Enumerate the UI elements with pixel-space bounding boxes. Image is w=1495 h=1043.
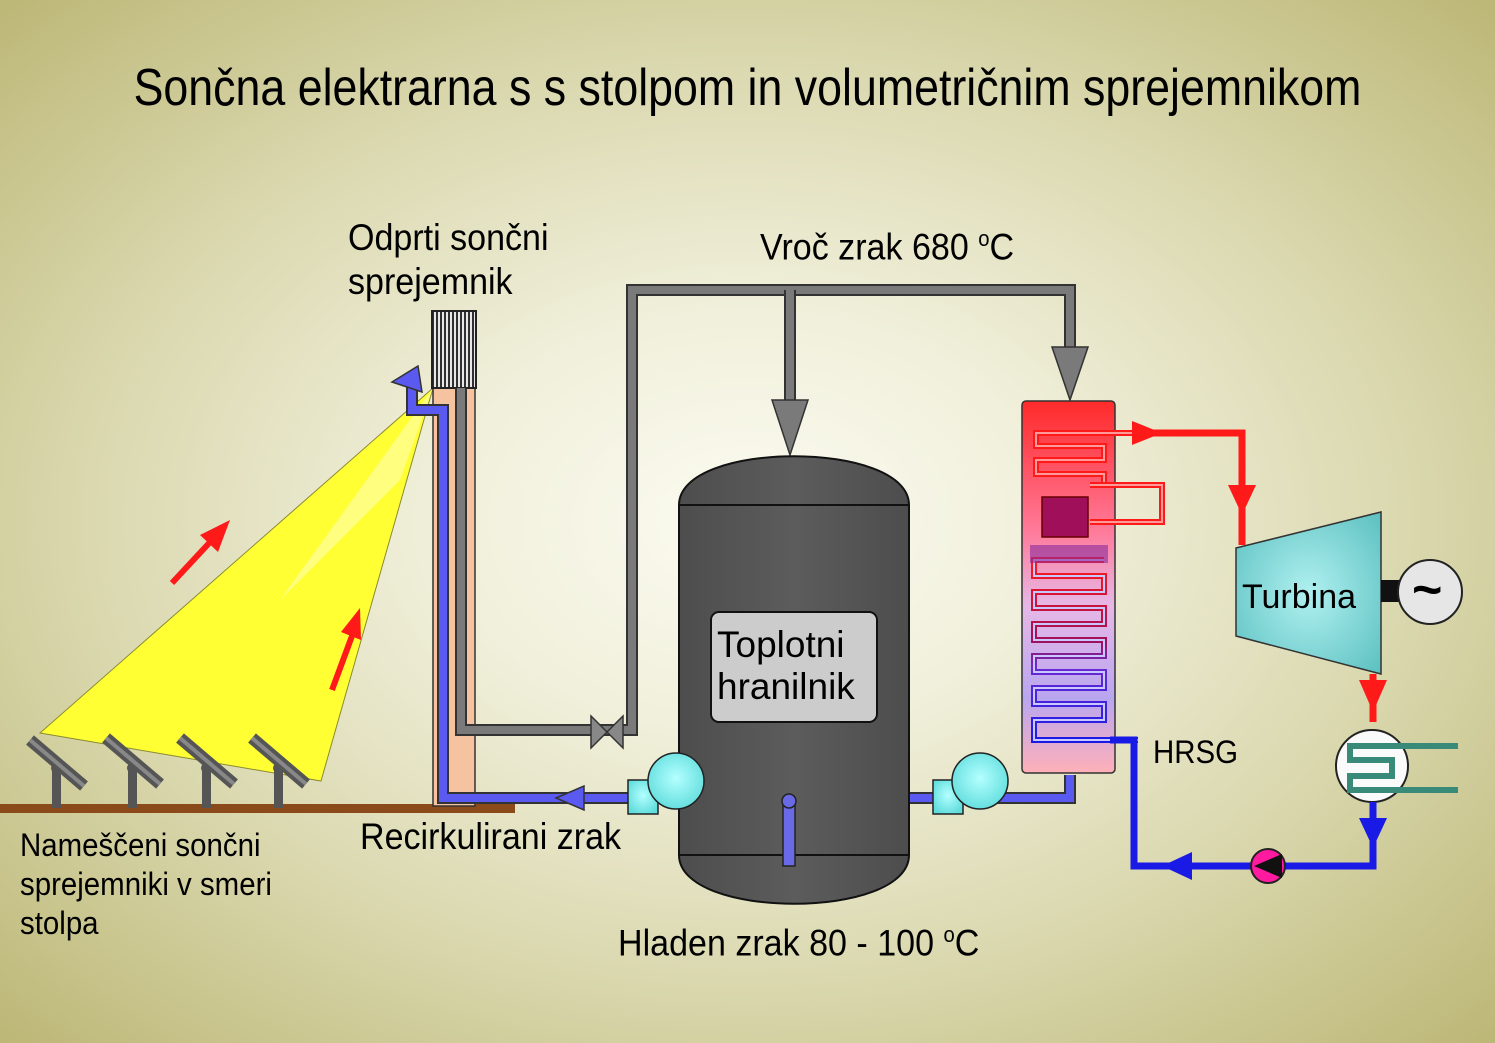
- hot-air-pipe: [455, 284, 1076, 736]
- feedwater-arrow-1: [1359, 818, 1387, 848]
- hot-air-unit: C: [989, 226, 1015, 268]
- hrsg-drum: [1041, 496, 1089, 538]
- heliostats-label-line1: Nameščeni sončni: [20, 827, 261, 863]
- receiver-label: Odprti sončni sprejemnik: [348, 216, 549, 304]
- hot-air-degree: o: [978, 226, 990, 251]
- steam-arrow-2: [1228, 485, 1256, 515]
- radiation-arrow-1: [169, 520, 230, 586]
- exhaust-arrow: [1359, 680, 1387, 712]
- generator-symbol: ~: [1412, 561, 1443, 619]
- heliostat-1: [26, 735, 88, 808]
- valve-icon: [590, 714, 624, 750]
- heliostats-label-line3: stolpa: [20, 905, 99, 941]
- receiver-label-line2: sprejemnik: [348, 261, 513, 302]
- recirculated-air-arrow-1: [554, 784, 585, 812]
- storage-label-line2: hranilnik: [717, 666, 855, 707]
- feedwater-arrow-2: [1162, 852, 1192, 880]
- receiver-label-line1: Odprti sončni: [348, 217, 549, 258]
- cold-air-degree: o: [943, 922, 955, 947]
- heliostat-2: [102, 733, 164, 808]
- hot-air-label: Vroč zrak 680 oC: [760, 226, 1014, 268]
- heliostat-4: [248, 733, 310, 808]
- fan-left: [627, 752, 705, 815]
- hrsg-coil: [1031, 430, 1165, 743]
- feedwater-pipe: [1110, 736, 1377, 870]
- heliostat-3: [176, 733, 238, 808]
- condenser-icon: [1335, 729, 1458, 803]
- hrsg-tubes-top: [1030, 545, 1108, 563]
- tank-drain-pipe: [781, 793, 797, 867]
- fan-right: [932, 752, 1009, 815]
- page-title: Sončna elektrarna s s stolpom in volumet…: [133, 59, 1362, 117]
- hot-air-text: Vroč zrak 680: [760, 226, 979, 268]
- radiation-arrow-2: [329, 608, 361, 692]
- recirculated-air-arrow-top: [390, 364, 423, 394]
- cold-air-unit: C: [954, 922, 980, 964]
- feed-pump-icon: [1250, 848, 1286, 884]
- storage-label: Toplotni hranilnik: [717, 624, 855, 708]
- storage-label-line1: Toplotni: [717, 624, 845, 665]
- sunbeam-glow: [280, 388, 433, 600]
- receiver-icon: [431, 310, 477, 389]
- turbine-icon: [1235, 511, 1382, 675]
- recirculated-air-pipe: [406, 385, 1076, 804]
- heliostats-label: Nameščeni sončni sprejemniki v smeri sto…: [20, 826, 272, 943]
- turbine-label: Turbina: [1242, 578, 1357, 616]
- recirculated-air-label: Recirkulirani zrak: [360, 816, 622, 857]
- hot-air-arrow-hrsg: [1050, 346, 1090, 403]
- steam-pipe: [1138, 429, 1246, 545]
- storage-tank: [678, 455, 910, 905]
- hot-air-arrow-tank: [770, 399, 810, 458]
- ground-line: [0, 804, 515, 813]
- steam-arrow-1: [1132, 421, 1162, 445]
- generator-icon: [1397, 559, 1463, 625]
- sunbeam-cone: [38, 386, 434, 782]
- hrsg-label: HRSG: [1153, 734, 1239, 770]
- heliostats-label-line2: sprejemniki v smeri: [20, 866, 272, 902]
- cold-air-label: Hladen zrak 80 - 100 oC: [618, 922, 979, 964]
- hrsg-unit: [1021, 400, 1116, 774]
- cold-air-text: Hladen zrak 80 - 100: [618, 922, 944, 964]
